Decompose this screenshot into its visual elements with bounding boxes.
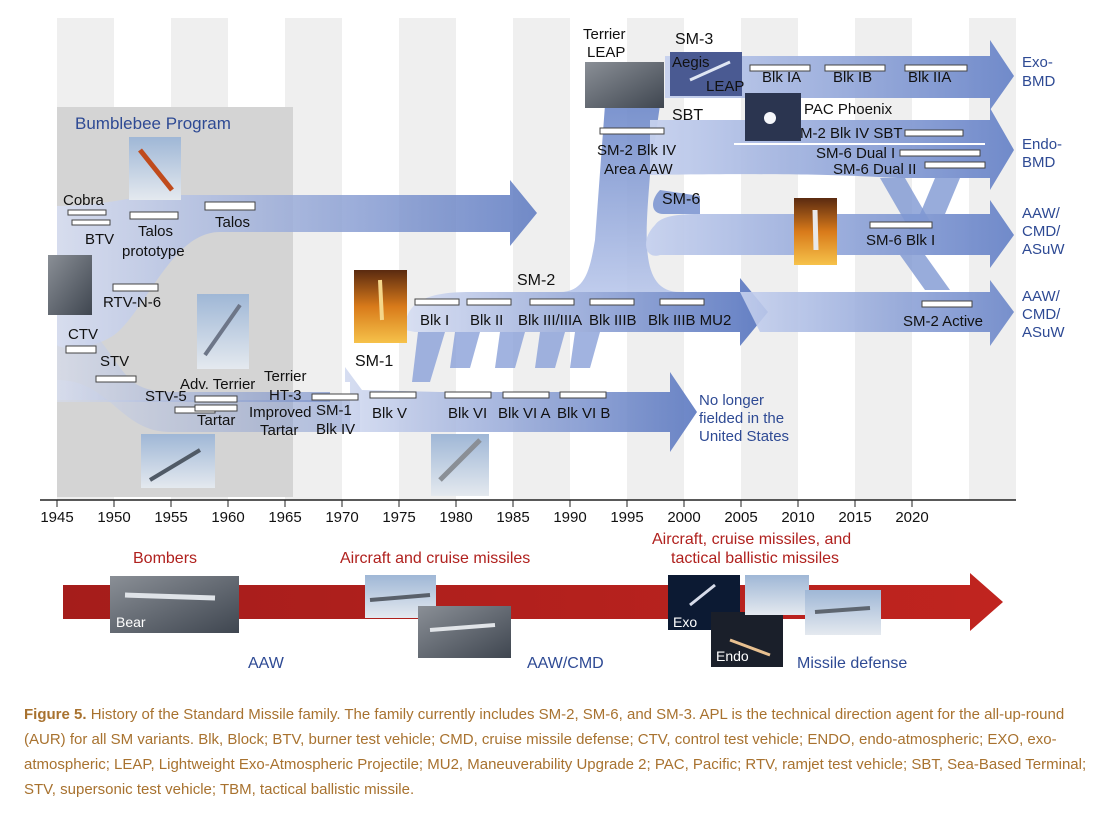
outcome-endo-bmd-1: Endo- — [1022, 136, 1062, 153]
outcome-no-longer-2: fielded in the — [699, 410, 784, 427]
missile-icons — [65, 64, 986, 414]
label-sm-3: SM-3 — [675, 31, 713, 48]
label-improved-tartar-2: Tartar — [260, 422, 298, 439]
threat-bombers: Bombers — [133, 550, 197, 567]
label-sm-1: SM-1 — [355, 353, 393, 370]
threat-aircraft-tbm-2: tactical ballistic missiles — [671, 550, 839, 567]
outcome-aaw-2b: CMD/ — [1022, 306, 1061, 323]
era-aaw-cmd: AAW/CMD — [527, 655, 604, 672]
label-sm6-blk-i: SM-6 Blk I — [866, 232, 935, 249]
label-sm2-blk-iv-2: Area AAW — [604, 161, 673, 178]
threat-aircraft-tbm-1: Aircraft, cruise missiles, and — [652, 531, 851, 548]
label-blk-i: Blk I — [420, 312, 449, 329]
photo-label-endo: Endo — [716, 648, 749, 664]
axis-year-label: 1965 — [268, 509, 301, 526]
outcome-aaw-2a: AAW/ — [1022, 288, 1061, 305]
label-sm1-blk-iv-1: SM-1 — [316, 402, 352, 419]
outcome-labels: Exo- BMD Endo- BMD AAW/ CMD/ ASuW AAW/ C… — [699, 54, 1065, 445]
axis-year-label: 1990 — [553, 509, 586, 526]
outcome-aaw-1b: CMD/ — [1022, 223, 1061, 240]
label-rtv-n-6: RTV-N-6 — [103, 294, 161, 311]
label-terrier-leap-1: Terrier — [583, 26, 626, 43]
label-blk-iia: Blk IIA — [908, 69, 951, 86]
label-stv-5: STV-5 — [145, 388, 187, 405]
axis-year-label: 2010 — [781, 509, 814, 526]
axis-year-label: 1950 — [97, 509, 130, 526]
era-aaw: AAW — [248, 655, 285, 672]
outcome-no-longer-3: United States — [699, 428, 789, 445]
label-blk-ii: Blk II — [470, 312, 503, 329]
axis-year-label: 2000 — [667, 509, 700, 526]
label-blk-iii-iiia: Blk III/IIIA — [518, 312, 582, 329]
threat-photos — [110, 575, 881, 667]
axis-year-label: 1975 — [382, 509, 415, 526]
label-stv: STV — [100, 353, 129, 370]
axis-year-label: 1970 — [325, 509, 358, 526]
label-btv: BTV — [85, 231, 114, 248]
label-improved-tartar-1: Improved — [249, 404, 312, 421]
axis-year-label: 1985 — [496, 509, 529, 526]
label-ctv: CTV — [68, 326, 98, 343]
outcome-exo-bmd-2: BMD — [1022, 73, 1056, 90]
program-label: Bumblebee Program — [75, 114, 231, 133]
outcome-endo-bmd-2: BMD — [1022, 154, 1056, 171]
timeline-ticks — [56, 500, 913, 507]
caption-figure-number: Figure 5. — [24, 706, 87, 723]
photos — [48, 52, 837, 496]
axis-year-label: 2015 — [838, 509, 871, 526]
outcome-exo-bmd-1: Exo- — [1022, 54, 1053, 71]
outcome-aaw-1a: AAW/ — [1022, 205, 1061, 222]
label-terrier-ht3-2: HT-3 — [269, 387, 302, 404]
outcome-aaw-1c: ASuW — [1022, 241, 1065, 258]
label-sm2-blk-iv-1: SM-2 Blk IV — [597, 142, 676, 159]
label-tartar: Tartar — [197, 412, 235, 429]
timeline-labels: 1945 1950 1955 1960 1965 1970 1975 1980 1985 1990… — [40, 509, 928, 526]
label-blk-ia: Blk IA — [762, 69, 801, 86]
label-cobra: Cobra — [63, 192, 105, 209]
label-leap: LEAP — [706, 78, 744, 95]
label-sm-6: SM-6 — [662, 191, 700, 208]
label-talos: Talos — [215, 214, 250, 231]
era-missile-defense: Missile defense — [797, 655, 907, 672]
label-terrier-leap-2: LEAP — [587, 44, 625, 61]
label-adv-terrier: Adv. Terrier — [180, 376, 255, 393]
threat-aircraft-cruise: Aircraft and cruise missiles — [340, 550, 530, 567]
figure-caption: Figure 5. History of the Standard Missil… — [24, 702, 1094, 802]
label-sm6-dual-i: SM-6 Dual I — [816, 145, 895, 162]
label-blk-vi-b: Blk VI B — [557, 405, 610, 422]
label-sm2-blk-iv-sbt: M-2 Blk IV SBT — [800, 125, 903, 142]
label-blk-vi: Blk VI — [448, 405, 487, 422]
label-talos-prototype-1: Talos — [138, 223, 173, 240]
axis-year-label: 2020 — [895, 509, 928, 526]
axis-year-label: 1945 — [40, 509, 73, 526]
photo-label-bear: Bear — [116, 614, 146, 630]
caption-text: History of the Standard Missile family. … — [24, 706, 1087, 798]
photo-label-exo: Exo — [673, 614, 697, 630]
outcome-aaw-2c: ASuW — [1022, 324, 1065, 341]
axis-year-label: 2005 — [724, 509, 757, 526]
label-sbt: SBT — [672, 107, 703, 124]
label-blk-iiib: Blk IIIB — [589, 312, 637, 329]
outcome-no-longer-1: No longer — [699, 392, 764, 409]
axis-year-label: 1960 — [211, 509, 244, 526]
label-aegis: Aegis — [672, 54, 710, 71]
label-blk-ib: Blk IB — [833, 69, 872, 86]
label-terrier-ht3-1: Terrier — [264, 368, 307, 385]
axis-year-label: 1995 — [610, 509, 643, 526]
axis-year-label: 1980 — [439, 509, 472, 526]
label-pac-phoenix: PAC Phoenix — [804, 101, 893, 118]
label-talos-prototype-2: prototype — [122, 243, 185, 260]
label-sm2-active: SM-2 Active — [903, 313, 983, 330]
label-sm6-dual-ii: SM-6 Dual II — [833, 161, 916, 178]
missile-labels: Cobra BTV Talos prototype Talos RTV-N-6 … — [63, 26, 983, 439]
label-blk-iiib-mu2: Blk IIIB MU2 — [648, 312, 731, 329]
label-blk-v: Blk V — [372, 405, 407, 422]
label-sm1-blk-iv-2: Blk IV — [316, 421, 355, 438]
label-blk-vi-a: Blk VI A — [498, 405, 551, 422]
label-sm-2: SM-2 — [517, 272, 555, 289]
axis-year-label: 1955 — [154, 509, 187, 526]
